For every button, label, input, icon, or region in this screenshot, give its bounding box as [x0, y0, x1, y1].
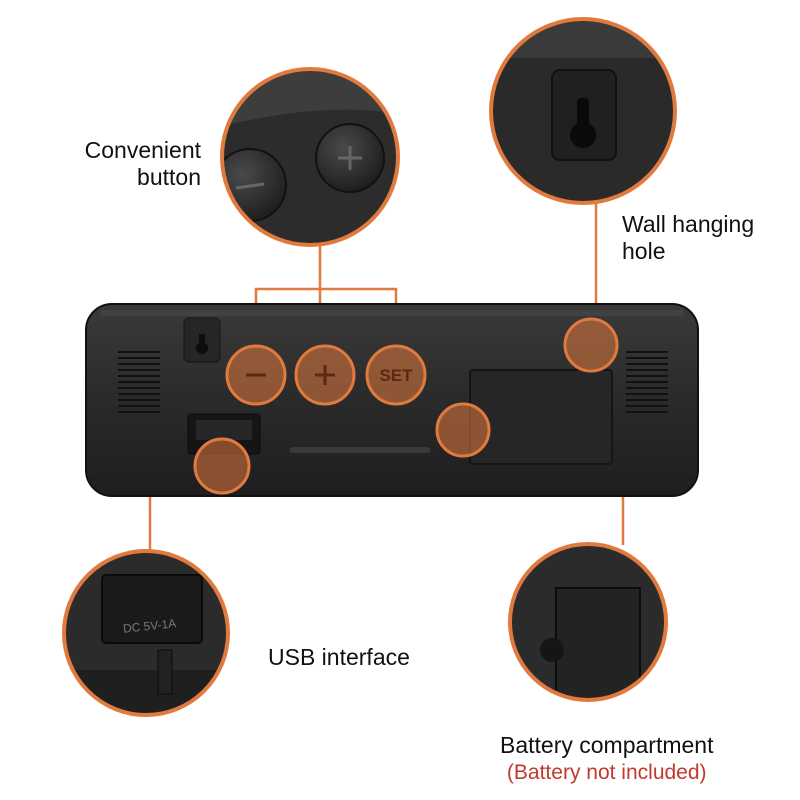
- set-button-label: SET: [379, 366, 413, 385]
- callout-button-line2: button: [137, 164, 201, 190]
- hotspot-usb: [193, 437, 251, 495]
- minus-icon: [235, 182, 265, 190]
- callout-hole-line1: Wall hanging: [622, 211, 755, 237]
- callout-hole-line2: hole: [622, 238, 666, 264]
- callout-battery-label: Battery compartment: [500, 732, 714, 758]
- hotspot-minus: [225, 344, 287, 406]
- speaker-grille-right: [626, 351, 668, 413]
- callout-wall-hanging-hole: Wall hanging hole: [622, 211, 754, 265]
- engraved-label: [290, 447, 430, 453]
- callout-battery-compartment: Battery compartment (Battery not include…: [500, 732, 713, 786]
- hotspot-plus: [294, 344, 356, 406]
- callout-usb-interface: USB interface: [268, 644, 410, 671]
- battery-door: [469, 369, 613, 465]
- zoom-wall-hole: [489, 17, 677, 205]
- zoom-buttons: [220, 67, 400, 247]
- wall-hole-icon: [183, 317, 221, 363]
- hotspot-wall-hole: [563, 317, 619, 373]
- callout-battery-note: (Battery not included): [506, 761, 707, 784]
- callout-usb-label: USB interface: [268, 644, 410, 670]
- zoom-usb-port: DC 5V-1A: [62, 549, 230, 717]
- usb-port-label: DC 5V-1A: [122, 616, 177, 636]
- hotspot-set: SET: [365, 344, 427, 406]
- speaker-grille-left: [118, 351, 160, 413]
- hotspot-battery: [435, 402, 491, 458]
- callout-button-line1: Convenient: [84, 137, 201, 163]
- callout-convenient-button: Convenient button: [85, 137, 201, 191]
- zoom-battery-compartment: [508, 542, 668, 702]
